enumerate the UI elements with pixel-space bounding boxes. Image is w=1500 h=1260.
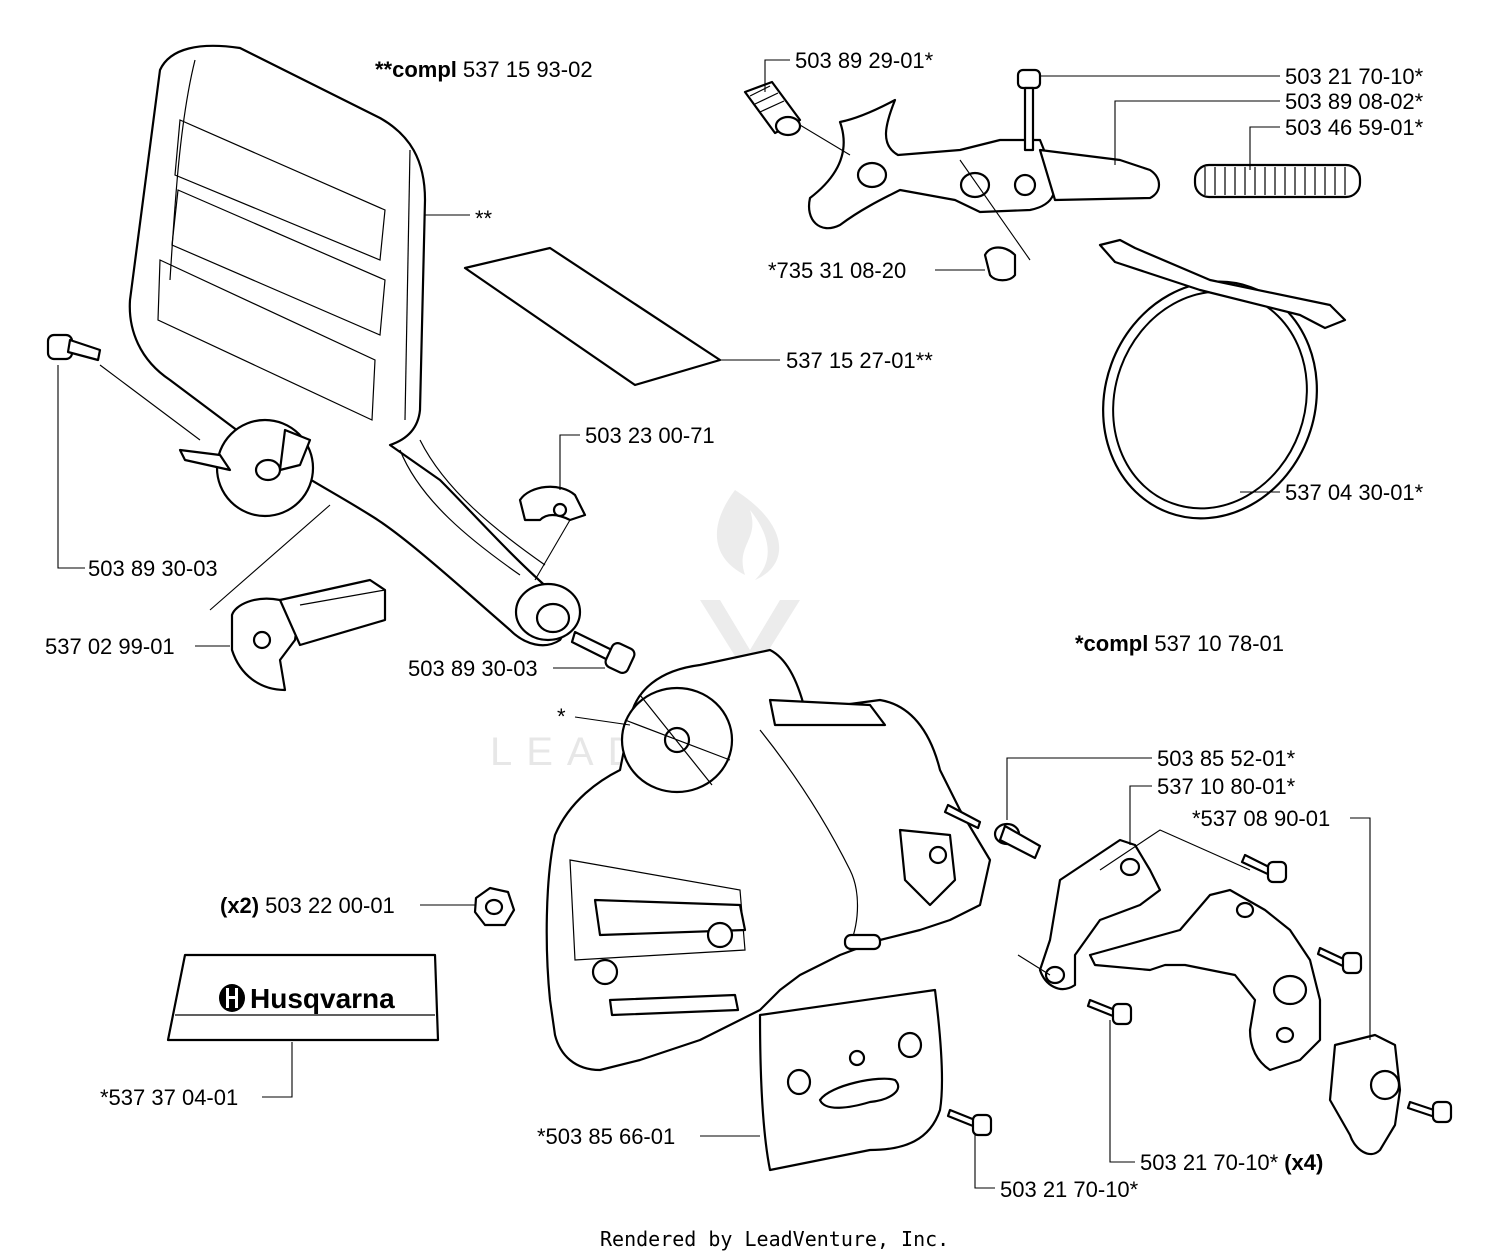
leader-lines	[57, 59, 1371, 1189]
label-503890802: 503 89 08-02*	[1285, 89, 1424, 114]
label-537089001: *537 08 90-01	[1192, 806, 1330, 831]
assembly-cover-number: 537 10 78-01	[1154, 631, 1284, 656]
stud-503855201	[943, 803, 1042, 860]
cam-537029901	[230, 578, 387, 692]
spring-clip-503230071	[518, 485, 587, 522]
label-503220001-number: 503 22 00-01	[265, 893, 395, 918]
brake-pivot-cam	[178, 418, 315, 518]
clutch-cover	[545, 648, 992, 1072]
clip-735310820	[983, 246, 1017, 282]
decal-537152701	[463, 246, 722, 387]
screws-503217010	[946, 853, 1453, 1137]
nut-503220001	[473, 886, 516, 927]
label-503893003-a: 503 89 30-03	[88, 556, 218, 581]
footer-credit: Rendered by LeadVenture, Inc.	[600, 1227, 949, 1251]
label-503217010-x4: 503 21 70-10*(x4)	[1140, 1150, 1323, 1175]
chain-catcher	[1328, 1033, 1402, 1156]
label-503465901: 503 46 59-01*	[1285, 115, 1424, 140]
label-503855201: 503 85 52-01*	[1157, 746, 1296, 771]
cover-537089001	[1088, 888, 1322, 1072]
label-x4-qty: (x4)	[1284, 1150, 1323, 1175]
label-503217010-bottom: 503 21 70-10*	[1000, 1177, 1139, 1202]
label-503856601: *503 85 66-01	[537, 1124, 675, 1149]
label-735310820: *735 31 08-20	[768, 258, 906, 283]
decal-brand: Husqvarna	[250, 983, 395, 1014]
spring-503465901	[1193, 163, 1362, 199]
brake-band-537043001	[1098, 238, 1347, 520]
label-537043001: 537 04 30-01*	[1285, 480, 1424, 505]
label-star: *	[557, 704, 566, 729]
husqvarna-logo-icon	[219, 984, 245, 1012]
assembly-guard-number: 537 15 93-02	[463, 57, 593, 82]
label-503892901: 503 89 29-01*	[795, 48, 934, 73]
screw-503217010-top	[1016, 68, 1042, 152]
label-503230071: 503 23 00-71	[585, 423, 715, 448]
label-503893003-b: 503 89 30-03	[408, 656, 538, 681]
bolt-503893003-right	[570, 630, 636, 674]
label-537152701: 537 15 27-01**	[786, 348, 933, 373]
plate-503856601	[758, 988, 944, 1172]
label-537029901: 537 02 99-01	[45, 634, 175, 659]
bolt-503893003-left	[46, 333, 102, 362]
cover-537108001	[1038, 838, 1162, 991]
label-503217010-top: 503 21 70-10*	[1285, 64, 1424, 89]
knob-503892901	[743, 80, 802, 137]
label-503217010-x4-number: 503 21 70-10*	[1140, 1150, 1279, 1175]
label-537370401: *537 37 04-01	[100, 1085, 238, 1110]
label-503220001: (x2)503 22 00-01	[220, 893, 395, 918]
brake-lever	[807, 98, 1161, 230]
handle-bushing	[514, 582, 582, 642]
husqvarna-decal: Husqvarna	[166, 953, 440, 1042]
label-503220001-qty: (x2)	[220, 893, 259, 918]
label-double-star: **	[475, 206, 493, 231]
assembly-cover-prefix: *compl	[1075, 631, 1148, 656]
assembly-guard-prefix: **compl	[375, 57, 457, 82]
label-537108001: 537 10 80-01*	[1157, 774, 1296, 799]
